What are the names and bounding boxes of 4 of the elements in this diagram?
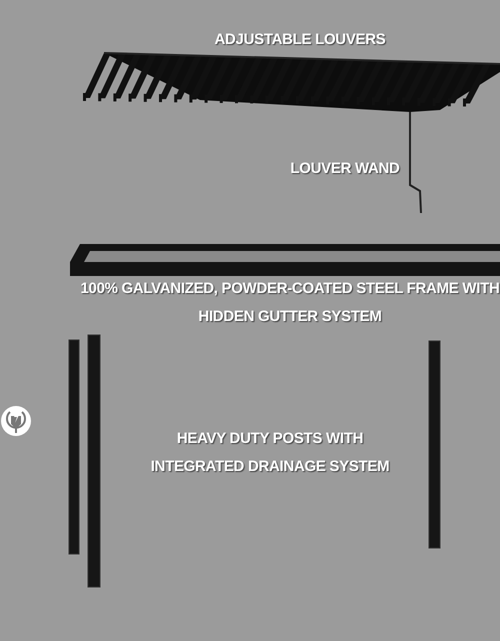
part-label: HEAVY DUTY POSTS WITH INTEGRATED DRAINAGE SYSTEM <box>150 429 390 477</box>
part-label: 100% GALVANIZED, POWDER-COATED STEEL FRAME WITH HIDDEN GUTTER SYSTEM <box>80 279 500 327</box>
part-label: ADJUSTABLE LOUVERS <box>213 30 386 50</box>
part-label: LOUVER WAND <box>289 159 401 179</box>
